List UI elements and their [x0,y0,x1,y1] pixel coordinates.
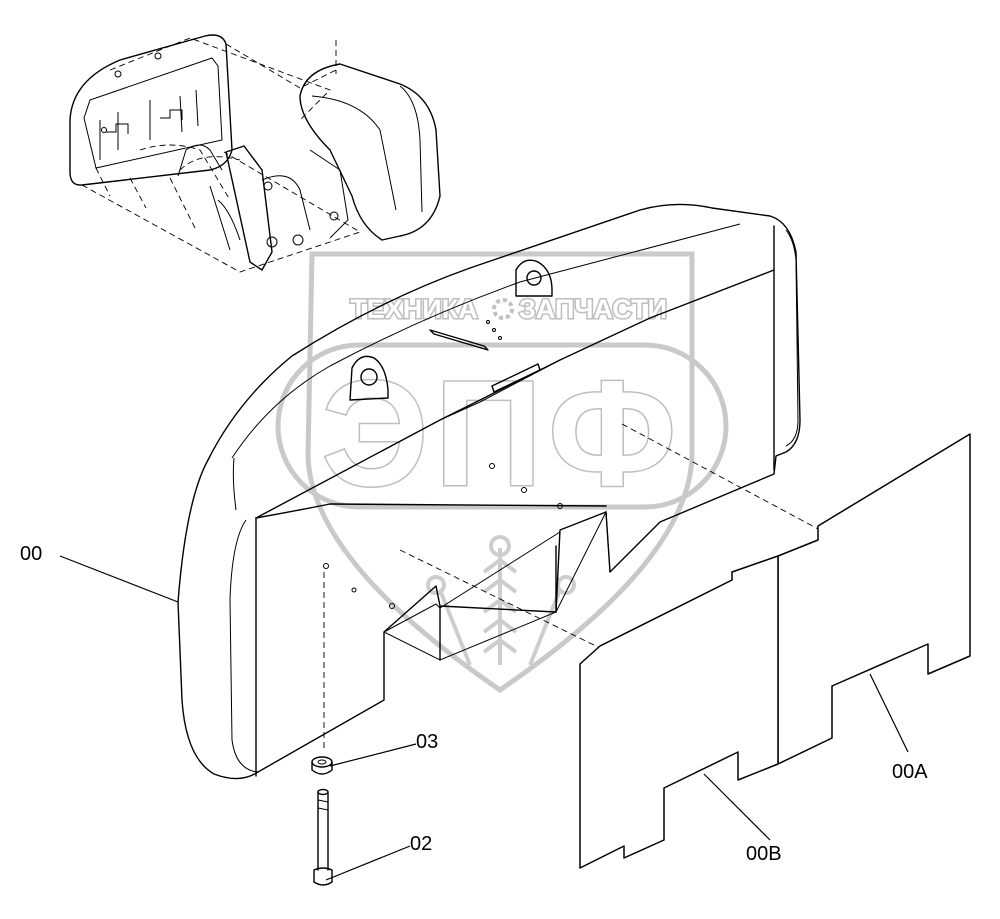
panel-00a [777,433,971,765]
callout-00a: 00A [892,761,928,783]
watermark-text-left: ТЕХНИКА [350,294,477,324]
callout-03: 03 [416,731,438,753]
leader-00b [703,773,771,841]
callout-00b: 00B [746,843,782,865]
gear-icon [492,298,514,320]
watermark-text-right: ЗАПЧАСТИ [519,294,667,324]
leader-03 [329,743,417,767]
mounting-lug-left [349,355,389,401]
watermark-oval [275,342,729,510]
leader-02 [325,845,411,881]
wheat-emblem [426,535,576,666]
backrest-outline [177,203,801,780]
watermark: ТЕХНИКА ЗАПЧАСТИ ЭПФ [275,251,729,694]
mounting-lug-right [515,259,553,297]
backrest-cushion [177,203,821,780]
leader-00a [869,673,909,753]
watermark-main-text: ЭПФ [322,349,683,517]
watermark-shield [305,251,695,694]
leader-00 [59,555,179,603]
bolt [313,788,333,886]
panel-00b [579,555,779,869]
washer [311,756,333,775]
callout-00: 00 [20,543,42,565]
callout-02: 02 [410,833,432,855]
seat-overview [69,34,441,273]
